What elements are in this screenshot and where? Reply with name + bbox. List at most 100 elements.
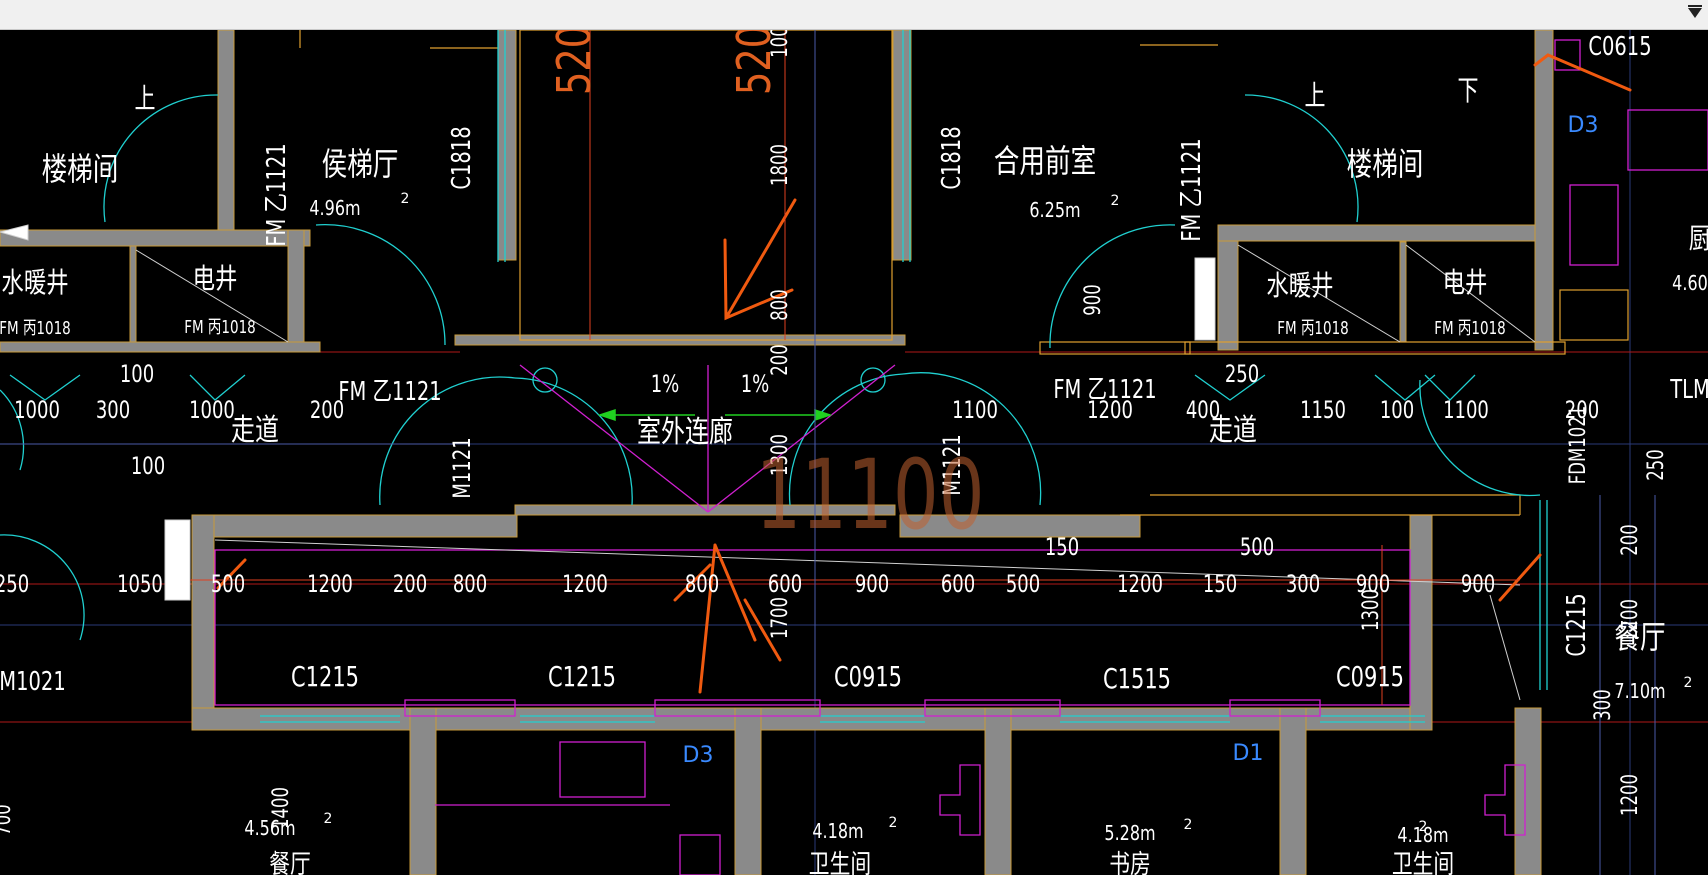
- door-label: C0915: [834, 660, 902, 693]
- room-label: 卫生间: [1392, 849, 1454, 875]
- menu-bar-line: [1688, 5, 1702, 7]
- door-label: C1215: [291, 660, 359, 693]
- room-label: 厨: [1689, 221, 1708, 254]
- vertical-dimension-label: 1300: [1358, 589, 1384, 631]
- room-label: 4.18m: [812, 820, 863, 843]
- dimension-label: 200: [1565, 397, 1599, 425]
- room-label: 走道: [231, 413, 279, 447]
- room-label: 4.60: [1672, 272, 1708, 295]
- dimension-label: 1000: [189, 397, 235, 425]
- room-label: 水暖井: [1266, 268, 1333, 301]
- vertical-dimension-label: 250: [1643, 449, 1669, 480]
- dimension-label: 1200: [1087, 397, 1133, 425]
- room-label: 4.18m: [1397, 824, 1448, 847]
- drain-label: D3: [1568, 113, 1599, 138]
- dimension-label: 250: [0, 571, 29, 599]
- vertical-dimension-label: 1200: [1617, 774, 1643, 816]
- dimension-lines-blue: [0, 30, 1656, 875]
- door-label: FM 丙1018: [1434, 317, 1505, 338]
- dimension-label: 400: [1186, 397, 1220, 425]
- vertical-dimension-label: 1400: [268, 787, 294, 829]
- dimension-label: 600: [768, 571, 802, 599]
- dimension-label: 800: [453, 571, 487, 599]
- vertical-dimension-labels: 1800 800 200 1300 1700 900 250 200 1200 300 1200 14…: [0, 30, 1669, 836]
- room-label: 7.10m: [1614, 680, 1665, 703]
- markup-strokes: [216, 53, 1632, 694]
- dimension-label: 900: [1461, 571, 1495, 599]
- dimension-label: 1%: [651, 371, 680, 399]
- room-label: 餐厅: [1614, 618, 1665, 656]
- room-label: 侯梯厅: [322, 145, 399, 183]
- door-label: FM 乙1121: [1053, 375, 1156, 404]
- vertical-dimension-label: 300: [1590, 689, 1616, 720]
- canvas-background: [0, 30, 1708, 875]
- area-superscript: 2: [1184, 817, 1193, 833]
- door-label: C0915: [1336, 660, 1404, 693]
- dimension-label: 900: [855, 571, 889, 599]
- door-label: FM 乙1121: [262, 143, 291, 246]
- room-label: 5.28m: [1104, 822, 1155, 845]
- area-superscript: 2: [324, 811, 333, 827]
- vertical-dimension-label: 1800: [767, 144, 793, 186]
- door-label: C1215: [1562, 593, 1591, 656]
- room-label: 电井: [193, 261, 238, 294]
- room-label: 书房: [1109, 849, 1151, 875]
- vertical-dimension-label: 100: [767, 30, 793, 58]
- dimension-label: 500: [211, 571, 245, 599]
- windows-cyan: [0, 30, 1548, 723]
- door-label: C0615: [1588, 32, 1651, 61]
- faint-overall-dimension: 11100: [755, 440, 984, 552]
- area-superscript: 2: [1684, 675, 1693, 691]
- dimension-label: 1200: [562, 571, 608, 599]
- area-superscript: 2: [1419, 819, 1428, 835]
- dimension-label: 300: [1286, 571, 1320, 599]
- room-label: 电井: [1443, 265, 1488, 298]
- vertical-dimension-label: 1700: [767, 597, 793, 639]
- dimension-label: 250: [1225, 361, 1259, 389]
- dimension-label: 1200: [1117, 571, 1163, 599]
- area-superscript: 2: [889, 815, 898, 831]
- dimension-label: 1100: [1443, 397, 1489, 425]
- dimension-label: 1100: [952, 397, 998, 425]
- dimension-label: 300: [96, 397, 130, 425]
- dimension-label: 1000: [14, 397, 60, 425]
- door-label: FM 丙1018: [0, 317, 71, 338]
- vertical-dimension-label: 900: [1080, 284, 1106, 315]
- dimension-label: 150: [1203, 571, 1237, 599]
- drain-label: D3: [683, 743, 714, 768]
- door-label: C1818: [937, 126, 966, 189]
- door-label: 下: [1458, 74, 1479, 107]
- vertical-dimension-label: 1300: [767, 434, 793, 476]
- dimension-lines-red: [190, 30, 1520, 705]
- room-label: 6.25m: [1029, 199, 1080, 222]
- dimension-label: 150: [1045, 534, 1079, 562]
- chevron-down-icon[interactable]: [1688, 8, 1702, 18]
- area-superscript: 2: [1111, 193, 1120, 209]
- dimension-label: 100: [120, 361, 154, 389]
- dimension-label: 800: [685, 571, 719, 599]
- door-label: FDM1021: [1565, 406, 1591, 484]
- cad-drawing-canvas[interactable]: 楼梯间侯梯厅4.96m合用前室6.25m楼梯间水暖井电井水暖井电井走道室外连廊走…: [0, 30, 1708, 875]
- drain-label: D1: [1233, 741, 1264, 766]
- door-label: TLM: [1669, 375, 1708, 404]
- dimension-label: 1200: [307, 571, 353, 599]
- room-labels: 楼梯间侯梯厅4.96m合用前室6.25m楼梯间水暖井电井水暖井电井走道室外连廊走…: [1, 142, 1708, 875]
- vertical-dimension-label: 700: [0, 804, 16, 835]
- room-label: 室外连廊: [637, 415, 733, 449]
- door-label: M1121: [449, 437, 477, 498]
- vertical-dimension-label: 800: [767, 289, 793, 320]
- vertical-dimension-label: 200: [1617, 524, 1643, 555]
- door-label: M1121: [939, 434, 967, 495]
- dimension-label: 1%: [741, 371, 770, 399]
- room-label: 4.56m: [244, 817, 295, 840]
- wall-outlines: [299, 30, 1629, 516]
- dimension-label: 500: [1006, 571, 1040, 599]
- door-label: FM 丙1018: [184, 316, 255, 337]
- dimension-label: 100: [131, 453, 165, 481]
- area-superscript: 2: [401, 191, 410, 207]
- door-label: C1215: [548, 660, 616, 693]
- door-label: DM1021: [0, 667, 66, 696]
